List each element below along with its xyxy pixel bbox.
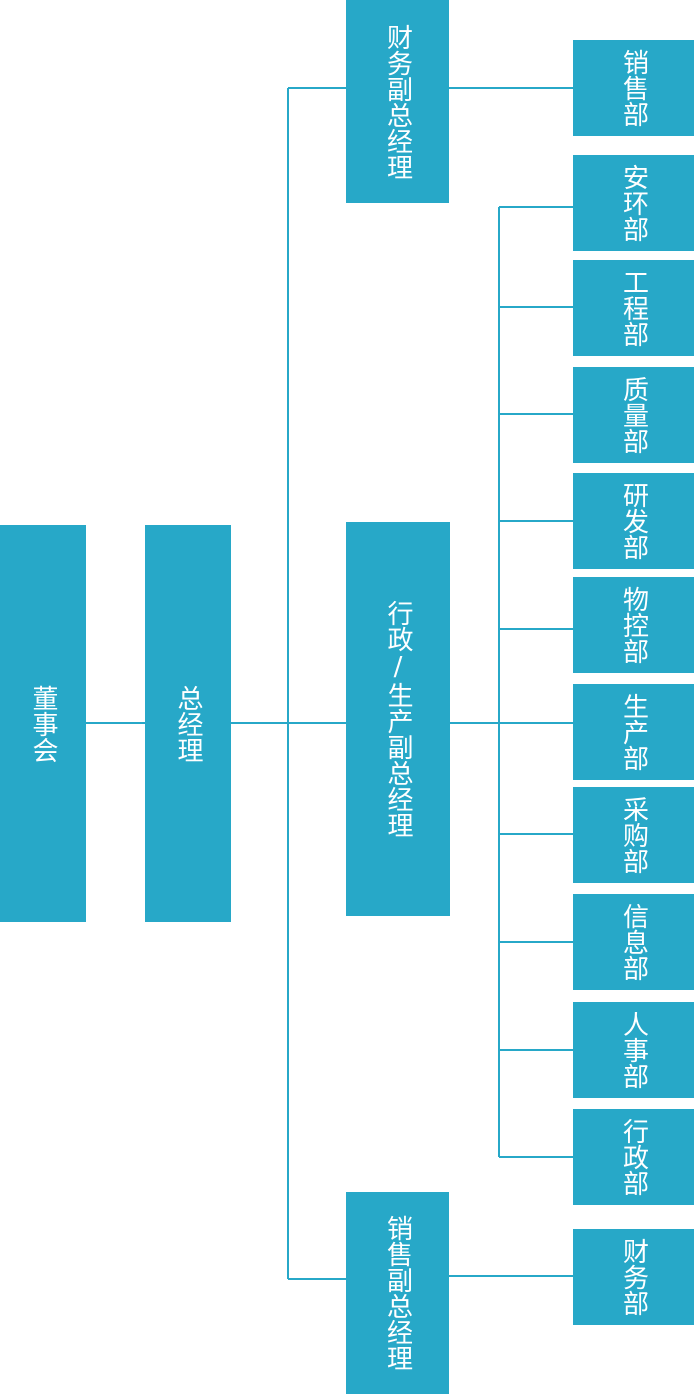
general-manager-box: 总经理: [145, 525, 231, 922]
general-manager-label: 总经理: [173, 684, 203, 763]
dept-production-box: 生产部: [573, 684, 694, 780]
dept-materials-label: 物控部: [618, 586, 649, 664]
dept-hr-box: 人事部: [573, 1002, 694, 1098]
dept-rnd-box: 研发部: [573, 473, 694, 569]
sales-vp-box: 销售副总经理: [346, 1192, 449, 1394]
dept-information-box: 信息部: [573, 894, 694, 990]
dept-safety-env-label: 安环部: [618, 164, 649, 242]
finance-vp-label: 财务副总经理: [382, 23, 413, 180]
dept-purchasing-box: 采购部: [573, 787, 694, 883]
admin-production-vp-label: 行政/生产副总经理: [383, 600, 413, 838]
dept-hr-label: 人事部: [618, 1011, 649, 1089]
dept-materials-box: 物控部: [573, 577, 694, 673]
board-label: 董事会: [28, 684, 58, 763]
dept-finance-box: 财务部: [573, 1229, 694, 1325]
dept-finance-label: 财务部: [618, 1238, 649, 1316]
sales-vp-label: 销售副总经理: [382, 1215, 413, 1371]
admin-production-vp-box: 行政/生产副总经理: [346, 522, 450, 916]
finance-vp-box: 财务副总经理: [346, 0, 449, 203]
dept-purchasing-label: 采购部: [618, 796, 649, 874]
dept-safety-env-box: 安环部: [573, 155, 694, 251]
dept-engineering-label: 工程部: [618, 269, 649, 347]
dept-quality-label: 质量部: [618, 376, 649, 454]
dept-engineering-box: 工程部: [573, 260, 694, 356]
dept-sales-box: 销售部: [573, 40, 694, 136]
dept-sales-label: 销售部: [618, 49, 649, 127]
dept-production-label: 生产部: [618, 693, 649, 771]
dept-information-label: 信息部: [618, 903, 649, 981]
board-box: 董事会: [0, 525, 86, 922]
dept-admin-label: 行政部: [618, 1118, 649, 1196]
dept-rnd-label: 研发部: [618, 482, 649, 560]
dept-admin-box: 行政部: [573, 1109, 694, 1205]
dept-quality-box: 质量部: [573, 367, 694, 463]
